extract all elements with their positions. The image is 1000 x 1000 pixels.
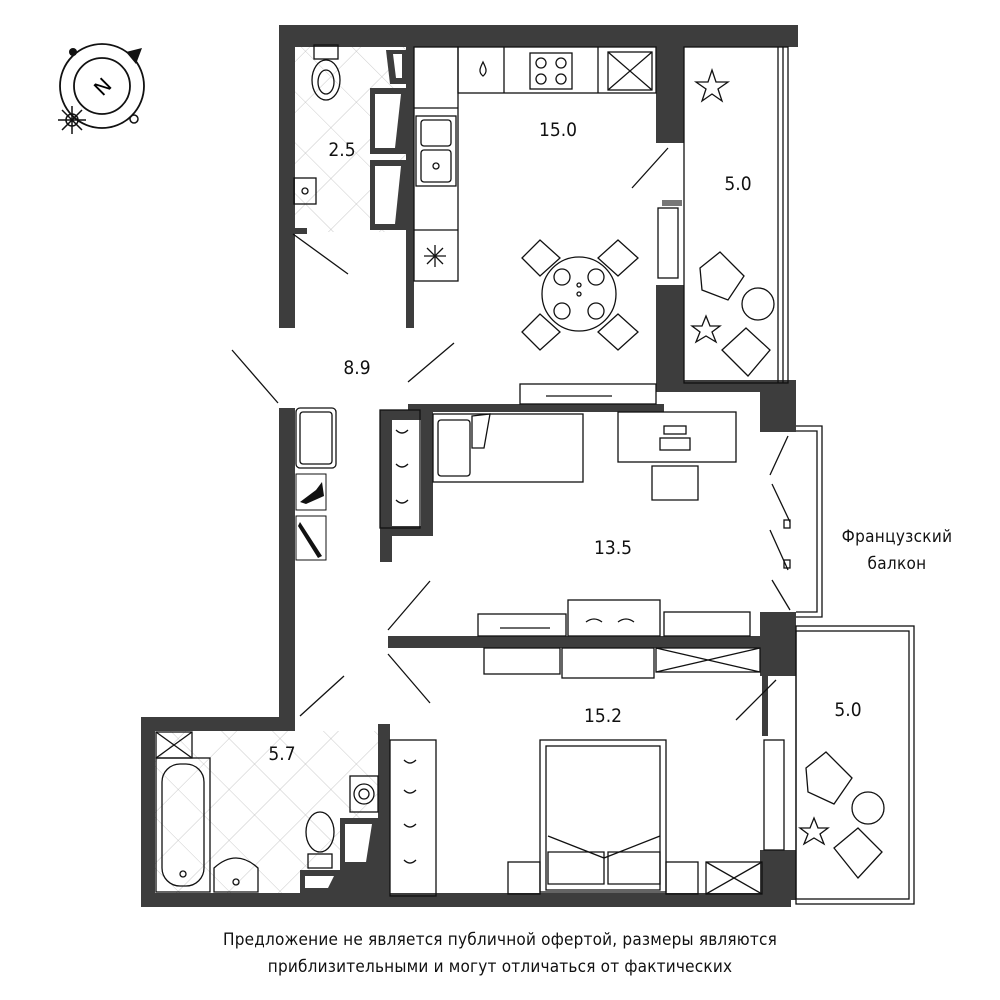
bedroom2-wardrobe-top xyxy=(483,647,761,679)
bedroom2-nightstands xyxy=(507,861,763,895)
kitchen-freezer-snowflake-icon xyxy=(424,245,446,267)
bedroom2-area: 15.2 xyxy=(584,705,622,727)
wc-toilet xyxy=(311,44,341,101)
wc-area: 2.5 xyxy=(328,139,355,161)
kitchen-tv-unit xyxy=(519,383,657,405)
balcony-bottom-area: 5.0 xyxy=(834,699,861,721)
bathroom-box xyxy=(155,731,193,759)
bedroom2-wardrobe-left xyxy=(389,739,437,897)
sun-icon xyxy=(58,106,86,134)
kitchen-area: 15.0 xyxy=(539,119,577,141)
french-balcony-label-line2: балкон xyxy=(868,554,927,574)
compass-icon: N xyxy=(58,43,145,134)
wc-shelving xyxy=(370,50,408,230)
bathroom-washing-machine xyxy=(349,775,379,813)
balcony-top-furniture xyxy=(657,207,775,377)
bedroom1-area: 13.5 xyxy=(594,537,632,559)
compass-letter: N xyxy=(89,73,117,101)
french-balcony-rail xyxy=(796,425,823,618)
kitchen-counter xyxy=(413,46,657,282)
balcony-top xyxy=(683,46,789,384)
comb-icon xyxy=(295,515,327,561)
bedroom1-wardrobe-bottom xyxy=(477,599,751,637)
bathroom-cabinets xyxy=(300,818,378,894)
kitchen-fridge-box xyxy=(607,51,653,91)
bathroom-sink xyxy=(213,857,259,893)
plant-icon xyxy=(690,67,731,344)
kitchen-stove xyxy=(529,52,573,90)
walls xyxy=(141,25,798,907)
kitchen-sink xyxy=(415,115,457,187)
bedroom2-bed xyxy=(539,739,667,893)
disclaimer-line-2: приблизительными и могут отличаться от ф… xyxy=(267,957,733,977)
french-balcony-label-line1: Французский xyxy=(842,527,953,547)
bathroom-toilet xyxy=(305,811,335,869)
bedroom1-wardrobe xyxy=(379,409,421,529)
dining-chairs xyxy=(521,239,639,351)
disclaimer-line-1: Предложение не является публичной оферто… xyxy=(222,930,777,950)
hall-area: 8.9 xyxy=(343,357,370,379)
bedroom1-desk xyxy=(617,411,737,501)
balcony-top-area: 5.0 xyxy=(724,173,751,195)
balcony-bottom-furniture xyxy=(763,739,885,879)
dining-table xyxy=(541,256,617,332)
bathroom-area: 5.7 xyxy=(268,743,295,765)
kitchen-tap-icon xyxy=(479,60,487,77)
doors xyxy=(231,147,791,721)
bedroom1-window-glyphs xyxy=(783,519,791,569)
shoe-icon xyxy=(295,473,327,511)
bedroom1-bed xyxy=(432,413,584,483)
balcony-bottom xyxy=(795,625,915,905)
hall-cabinet xyxy=(295,407,337,469)
wc-sink xyxy=(293,177,317,205)
